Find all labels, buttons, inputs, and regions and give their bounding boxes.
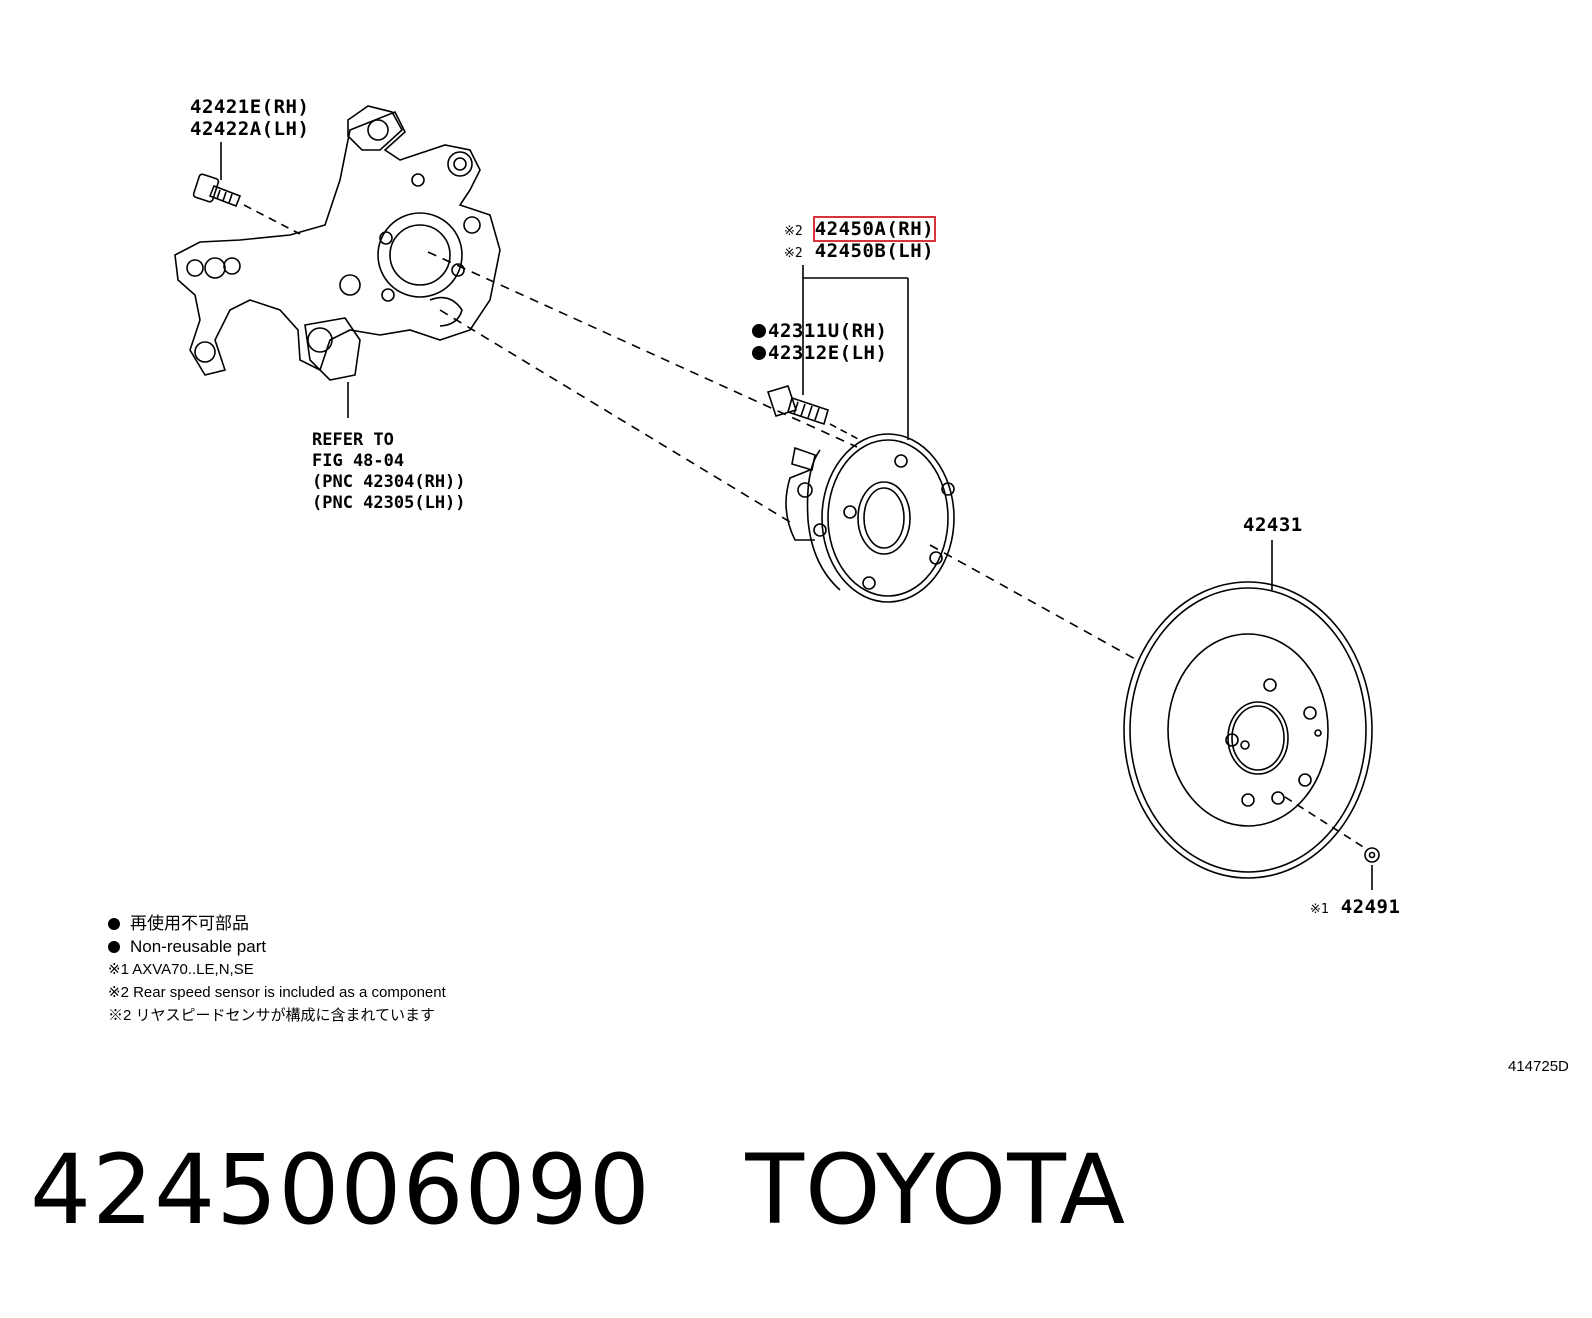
hub-assy-rh-row: ※2 42450A(RH) [784, 216, 937, 243]
brake-disc-label[interactable]: 42431 [1243, 514, 1303, 536]
figure-id: 414725D [1508, 1058, 1569, 1075]
steering-knuckle-icon [174, 105, 501, 381]
legend: 再使用不可部品 Non-reusable part ※1 AXVA70..LE,… [108, 912, 446, 1027]
hub-bolt-rh-label[interactable]: 42311U(RH) [768, 320, 888, 342]
hub-bearing-assembly-icon [785, 433, 955, 603]
disc-screw-mark: ※1 [1310, 902, 1329, 917]
legend-bullet-icon [108, 918, 120, 930]
knuckle-bolt-label-lh: 42422A(LH) [190, 118, 310, 140]
disc-screw-icon [1364, 847, 1380, 863]
page-title: 4245006090 TOYOTA [30, 1134, 1127, 1246]
refer-line-4: (PNC 42305(LH)) [312, 493, 466, 513]
hub-assy-mark-lh: ※2 [784, 246, 803, 261]
refer-line-3: (PNC 42304(RH)) [312, 472, 466, 492]
hub-bolt-rh-row: 42311U(RH) [752, 320, 887, 342]
non-reusable-bullet-icon [752, 346, 766, 360]
disc-screw-row: ※1 42491 [1310, 896, 1400, 921]
brake-disc-icon [1123, 581, 1373, 879]
hub-bolt-lh-row: 42312E(LH) [752, 342, 887, 364]
knuckle-bolt-label-rh: 42421E(RH) [190, 96, 310, 118]
refer-line-1: REFER TO [312, 430, 394, 450]
refer-line-2[interactable]: FIG 48-04 [312, 451, 405, 471]
non-reusable-bullet-icon [752, 324, 766, 338]
legend-non-reusable-jp: 再使用不可部品 [130, 914, 249, 933]
legend-note-2-jp: ※2 リヤスピードセンサが構成に含まれています [108, 1007, 436, 1024]
hub-bolt-icon [766, 385, 829, 426]
legend-non-reusable-en-row: Non-reusable part [108, 935, 446, 958]
legend-bullet-icon [108, 941, 120, 953]
hub-assy-lh-row: ※2 42450B(LH) [784, 240, 934, 265]
legend-note-2-en: ※2 Rear speed sensor is included as a co… [108, 984, 446, 1001]
knuckle-bolt-icon [192, 173, 242, 208]
legend-non-reusable-en: Non-reusable part [130, 937, 267, 956]
hub-assy-lh-label[interactable]: 42450B(LH) [814, 240, 935, 262]
disc-screw-label[interactable]: 42491 [1340, 896, 1401, 918]
legend-note-1: ※1 AXVA70..LE,N,SE [108, 961, 254, 978]
legend-non-reusable-jp-row: 再使用不可部品 [108, 912, 446, 935]
hub-bolt-lh-label[interactable]: 42312E(LH) [768, 342, 888, 364]
hub-assy-rh-label[interactable]: 42450A(RH) [812, 216, 937, 242]
hub-assy-mark: ※2 [784, 224, 803, 239]
